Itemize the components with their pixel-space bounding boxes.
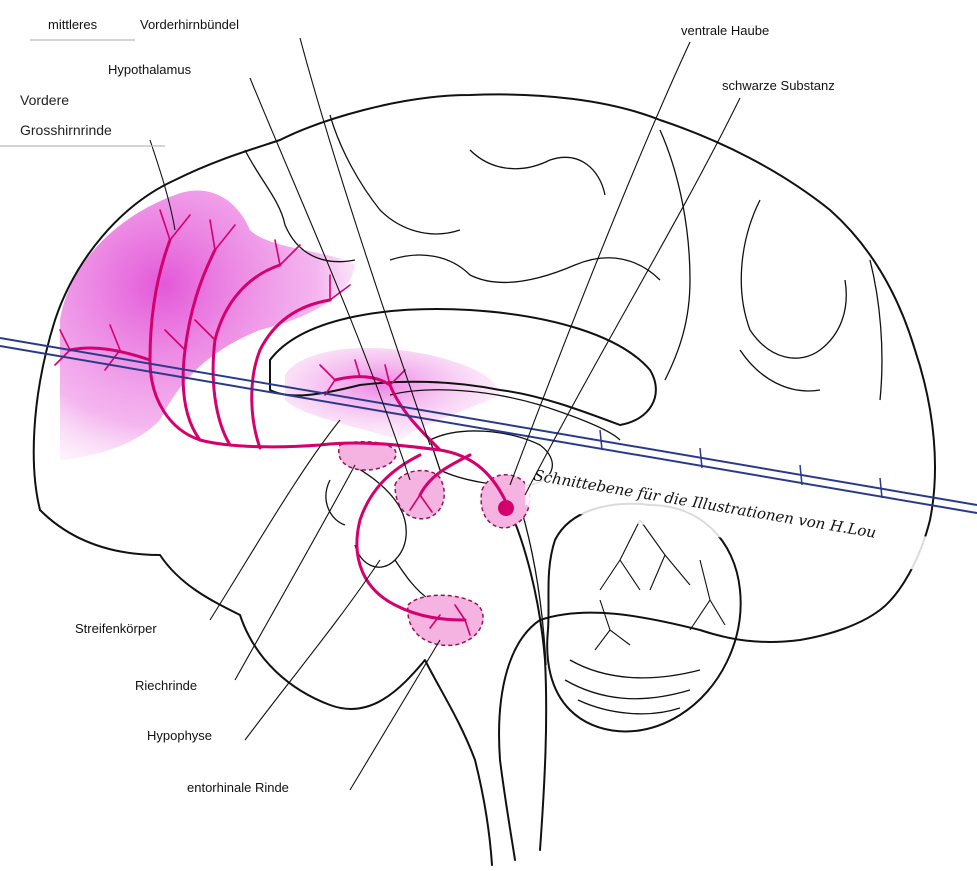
pituitary-stalk — [395, 560, 430, 600]
cerebellum-fold-2 — [570, 660, 700, 678]
leader-entorhinale — [350, 640, 440, 790]
sulcus-8 — [870, 260, 882, 400]
label-schwarze-substanz: schwarze Substanz — [722, 78, 835, 93]
leader-riechrinde — [235, 465, 355, 680]
label-grosshirnrinde: Grosshirnrinde — [20, 122, 112, 138]
hypothalamus-outline — [345, 460, 406, 567]
brain-underside — [40, 510, 492, 865]
label-hypophyse: Hypophyse — [147, 728, 212, 743]
label-vorderhirnbuendel: Vorderhirnbündel — [140, 17, 239, 32]
cerebellum-fold-1 — [565, 680, 690, 699]
cerebellum-tree-1 — [600, 520, 690, 590]
label-hypothalamus: Hypothalamus — [108, 62, 192, 77]
optic-region — [326, 480, 345, 525]
leader-streifenkoerper — [210, 420, 340, 620]
leader-hypophyse — [245, 560, 380, 740]
sulcus-3 — [470, 150, 605, 195]
label-riechrinde: Riechrinde — [135, 678, 197, 693]
label-ventrale-haube: ventrale Haube — [681, 23, 769, 38]
sulcus-4 — [390, 255, 660, 282]
label-entorhinale-rinde: entorhinale Rinde — [187, 780, 289, 795]
label-mittleres: mittleres — [48, 17, 98, 32]
sulcus-5 — [660, 130, 690, 380]
label-streifenkoerper: Streifenkörper — [75, 621, 157, 636]
frontal-cortex-tint — [60, 190, 355, 460]
sulcus-6 — [741, 200, 846, 358]
cerebellum-fold-3 — [578, 700, 680, 714]
sulcus-2 — [330, 115, 460, 234]
brainstem — [505, 500, 546, 850]
label-vordere: Vordere — [20, 92, 69, 108]
cerebellum-tree-2 — [595, 560, 725, 650]
ventral-tegmental-dot — [498, 500, 514, 516]
riechrinde-nucleus — [339, 442, 396, 470]
